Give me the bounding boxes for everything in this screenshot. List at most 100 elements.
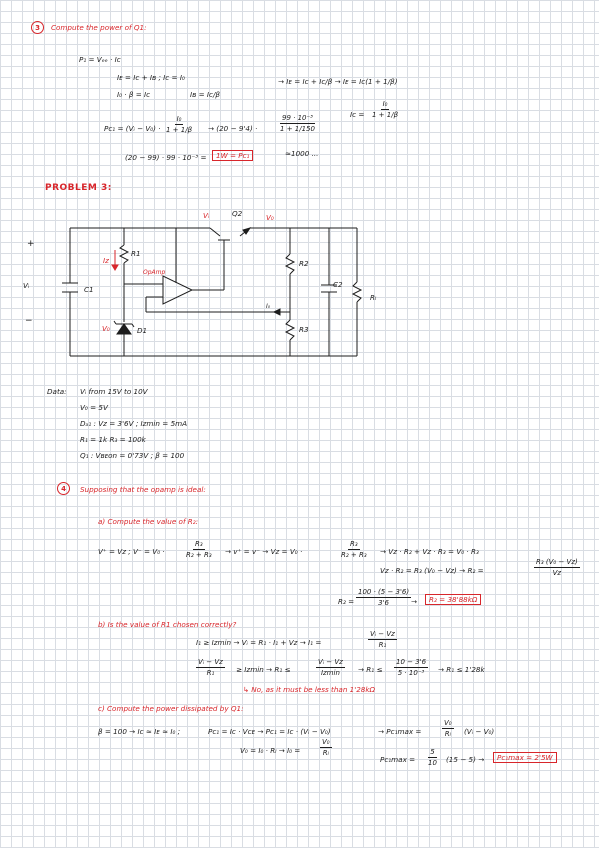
fraction: I₀ 1 + 1/β — [372, 100, 398, 119]
circuit-label-q2: Q2 — [232, 209, 243, 218]
data-label: Data: — [47, 387, 67, 396]
equation-line: (20 − 99) · 99 · 10⁻³ = — [125, 153, 207, 162]
equation-line: → R₁ ≤ — [358, 665, 383, 674]
fraction: 99 · 10⁻³ 1 + 1/150 — [280, 114, 315, 133]
equation-line: → Vᴢ · R₂ + Vᴢ · R₃ = V₀ · R₃ — [380, 547, 479, 556]
fraction-numerator: V₀ — [442, 719, 454, 729]
fraction: R₃ R₂ + R₃ — [186, 540, 212, 559]
circuit-label-opamp: OpAmp — [143, 269, 166, 276]
equation-line: → Pᴄ₁max = — [378, 727, 422, 736]
equation-label: R₂ = — [338, 597, 355, 606]
fraction-denominator: R₁ — [378, 641, 387, 649]
part-title: a) Compute the value of R₂: — [98, 517, 199, 526]
fraction-numerator: Vᵢ − Vᴢ — [316, 658, 345, 668]
equation-line: I₁ ≥ Iᴢmin → Vᵢ = R₁ · I₁ + Vᴢ → I₁ = — [196, 638, 322, 647]
fraction: 100 · (5 − 3'6) 3'6 — [356, 588, 412, 607]
fraction-denominator: R₂ + R₃ — [341, 551, 367, 559]
data-line: R₁ = 1k R₃ = 100k — [80, 435, 146, 444]
approximation-note: ≈1000 ... — [285, 149, 319, 158]
section-title: Supposing that the opamp is ideal: — [80, 485, 206, 494]
fraction: Vᵢ − Vᴢ R₁ — [368, 630, 397, 649]
circuit-label-minus: − — [25, 316, 33, 326]
fraction-numerator: R₃ — [347, 540, 360, 550]
circuit-label-r3: R3 — [299, 325, 309, 334]
fraction: V₀ Rₗ — [442, 719, 454, 738]
fraction-denominator: R₂ + R₃ — [186, 551, 212, 559]
fraction-numerator: Vᵢ − Vᴢ — [196, 658, 225, 668]
fraction: 5 10 — [428, 748, 437, 767]
fraction-numerator: 99 · 10⁻³ — [280, 114, 315, 124]
equation-line: → R₁ ≤ 1'28k — [438, 665, 485, 674]
circuit-label-vz: V₀ — [102, 324, 110, 333]
fraction-denominator: R₁ — [206, 669, 215, 677]
fraction-denominator: 10 — [428, 759, 437, 767]
circuit-label-vi: Vᵢ — [203, 211, 210, 220]
circuit-label-c1: C1 — [84, 285, 94, 294]
part-title: c) Compute the power dissipated by Q1: — [98, 704, 244, 713]
data-line: Dₐ₁ : Vᴢ = 3'6V ; Iᴢmin = 5mA — [80, 419, 188, 428]
fraction-denominator: Rₗ — [322, 749, 329, 757]
fraction: I₀ 1 + 1/β — [166, 115, 192, 134]
fraction-numerator: Vᵢ − Vᴢ — [368, 630, 397, 640]
fraction-numerator: R₃ (V₀ − Vᴢ) — [534, 558, 580, 568]
fraction-denominator: 3'6 — [378, 599, 389, 607]
data-line: V₀ = 5V — [80, 403, 108, 412]
circuit-label-r2: R2 — [299, 259, 309, 268]
fraction-numerator: I₀ — [174, 115, 184, 125]
equation-line: Vᴢ · R₂ = R₃ (V₀ − Vᴢ) → R₂ = — [380, 566, 484, 575]
result-box: Pᴄ₁max = 2'5W — [493, 752, 557, 764]
fraction-denominator: 1 + 1/β — [166, 126, 193, 134]
fraction-denominator: 1 + 1/β — [372, 111, 399, 119]
equation-line: V₀ = I₀ · Rₗ → I₀ = — [240, 746, 301, 755]
equation-line: ≥ Iᴢmin → R₁ ≤ — [236, 665, 291, 674]
fraction: 10 − 3'6 5 · 10⁻³ — [394, 658, 429, 677]
fraction-denominator: Vᴢ — [552, 569, 562, 577]
fraction-denominator: Rₗ — [444, 730, 451, 738]
equation-line: Pᴄ₁ = Iᴄ · Vᴄᴇ → Pᴄ₁ = Iᴄ · (Vᵢ − V₀) — [208, 727, 331, 736]
section-title: Compute the power of Q1: — [51, 23, 147, 32]
fraction: Vᵢ − Vᴢ Iᴢmin — [316, 658, 345, 677]
result-box: R₂ = 38'88kΩ — [425, 594, 482, 606]
section-number-badge: 3 — [31, 21, 44, 34]
fraction-denominator: Iᴢmin — [320, 669, 340, 677]
fraction-numerator: 5 — [428, 748, 437, 758]
equation-line: Pᴄ₁ = (Vᵢ − V₀) · — [104, 124, 161, 133]
arrow: → — [411, 597, 418, 606]
equation-line: Iʙ = Iᴄ/β — [190, 90, 220, 99]
circuit-label-plus: + — [27, 239, 35, 249]
fraction-denominator: 1 + 1/150 — [280, 125, 315, 133]
equation-line: P₁ = Vₑₑ · Iᴄ — [79, 55, 121, 64]
data-line: Q₁ : Vʙᴇon = 0'73V ; β = 100 — [80, 451, 185, 460]
fraction-numerator: V₀ — [320, 738, 332, 748]
equation-line: V⁺ = Vᴢ ; V⁻ = V₀ · — [98, 547, 165, 556]
circuit-label-vi-left: Vᵢ — [23, 281, 30, 290]
circuit-label-c2: C2 — [333, 280, 343, 289]
equation-line: (Vᵢ − V₀) — [464, 727, 495, 736]
circuit-label-d1: D1 — [137, 326, 148, 335]
section-number-badge: 4 — [57, 482, 70, 495]
fraction-denominator: 5 · 10⁻³ — [397, 669, 425, 677]
conclusion-note: ↳ No, as it must be less than 1'28kΩ — [243, 685, 376, 694]
data-line: Vᵢ from 15V to 10V — [80, 387, 148, 396]
problem-heading: PROBLEM 3: — [45, 183, 112, 193]
circuit-label-rl: Rₗ — [370, 293, 377, 302]
fraction: V₀ Rₗ — [320, 738, 332, 757]
equation-line: Iᴇ = Iᴄ + Iʙ ; Iᴄ = I₀ — [117, 73, 185, 82]
fraction: Vᵢ − Vᴢ R₁ — [196, 658, 225, 677]
circuit-label-iz: Iᴢ — [103, 256, 109, 265]
circuit-label-vo: V₀ — [266, 213, 274, 222]
equation-line: → Iᴇ = Iᴄ + Iᴄ/β → Iᴇ = Iᴄ(1 + 1/β) — [278, 77, 398, 86]
circuit-label-r1: R1 — [131, 249, 141, 258]
equation-line: → (20 − 9'4) · — [208, 124, 258, 133]
equation-line: β = 100 → Iᴄ ≈ Iᴇ ≈ I₀ ; — [98, 727, 181, 736]
result-box: 1W = Pᴄ₁ — [212, 150, 254, 162]
equation-line: (15 − 5) → — [446, 755, 485, 764]
fraction: R₃ (V₀ − Vᴢ) Vᴢ — [534, 558, 580, 577]
fraction-numerator: 100 · (5 − 3'6) — [356, 588, 412, 598]
equation-line: Pᴄ₁max = — [380, 755, 416, 764]
equation-line: I₀ · β = Iᴄ — [117, 90, 151, 99]
fraction-numerator: I₀ — [380, 100, 390, 110]
fraction: R₃ R₂ + R₃ — [341, 540, 367, 559]
equation-label: Iᴄ = — [350, 110, 365, 119]
